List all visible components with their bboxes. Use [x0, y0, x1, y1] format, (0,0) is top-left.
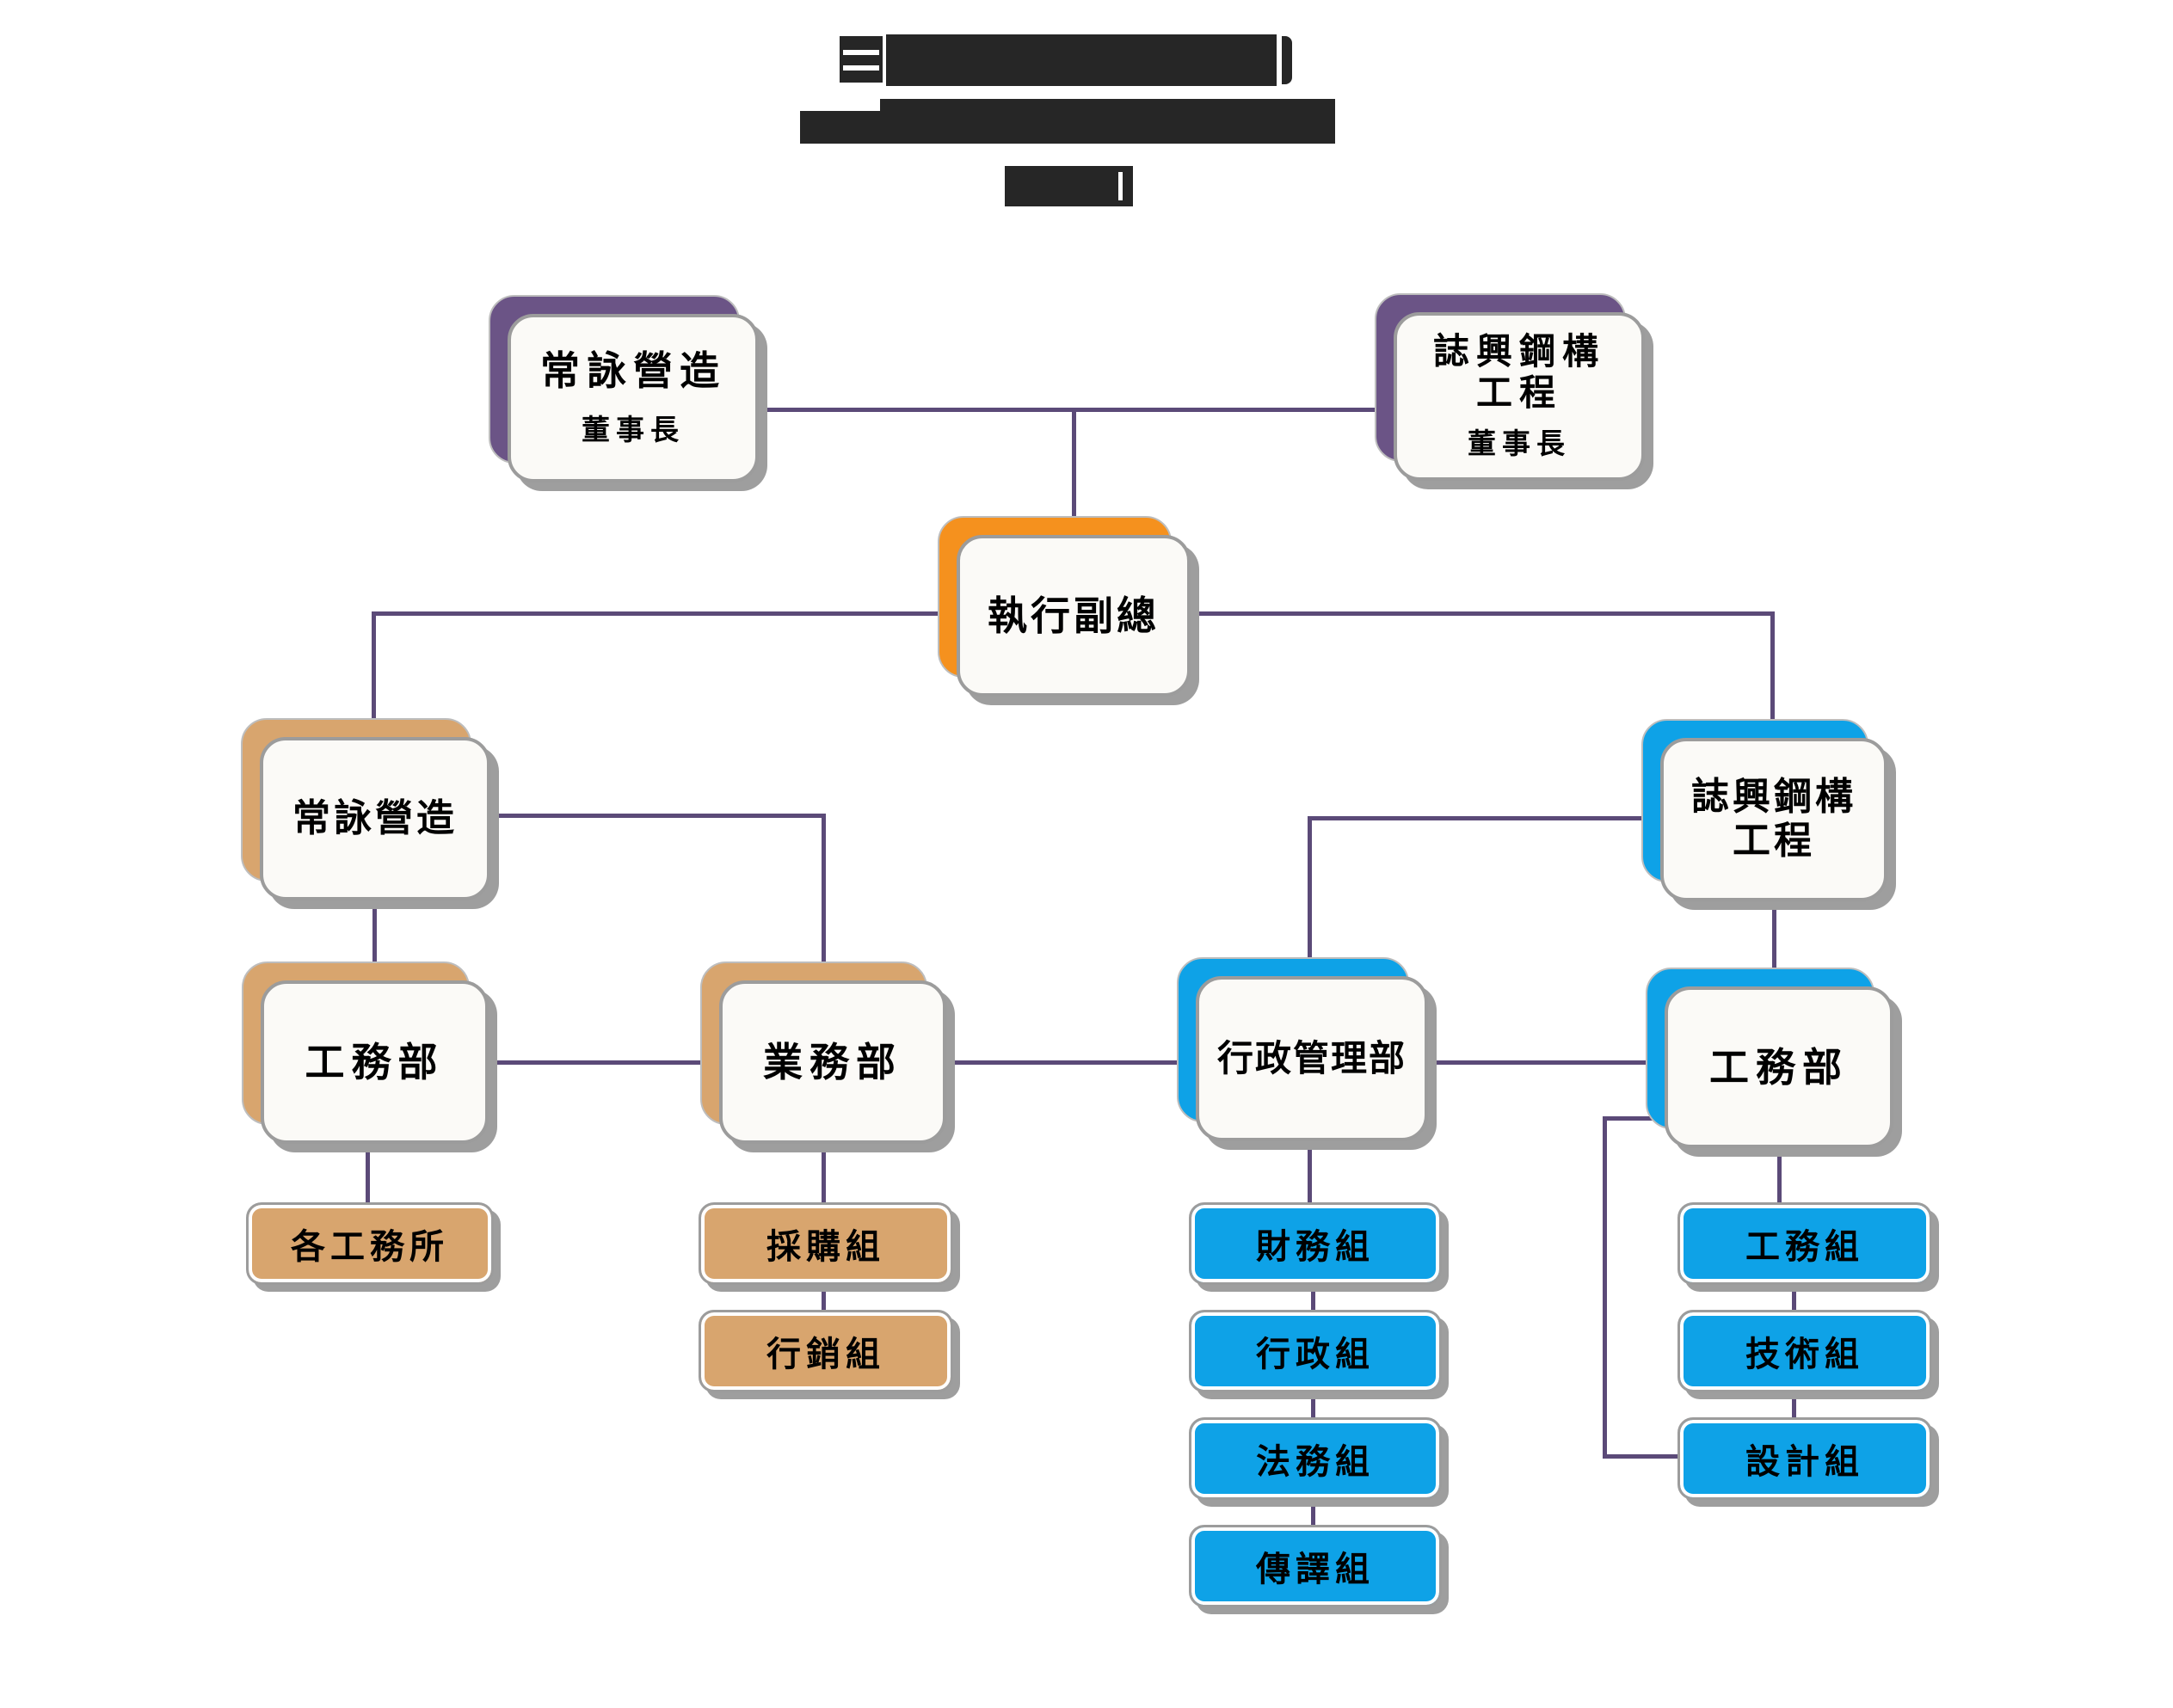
dept-business-label: 業務部: [763, 1038, 902, 1085]
title-redacted-line-2a: [880, 99, 1335, 113]
connector-admin-worksR-h: [1428, 1060, 1665, 1065]
node-company-left: 常詠營造: [241, 718, 490, 900]
chairman-right-card: 誌興鋼構 工程 董事長: [1394, 312, 1645, 481]
team-design-label: 設計組: [1745, 1442, 1864, 1482]
node-dept-admin-mgmt: 行政管理部: [1177, 957, 1428, 1141]
team-works-label: 工務組: [1745, 1227, 1864, 1267]
connector-exec-left-h: [372, 611, 958, 616]
node-team-marketing: 行銷組: [699, 1310, 953, 1392]
node-team-design: 設計組: [1677, 1417, 1932, 1500]
team-marketing-label: 行銷組: [766, 1335, 885, 1374]
team-finance-label: 財務組: [1256, 1227, 1375, 1267]
connector-worksL-offices-v: [366, 1142, 370, 1206]
node-team-interpretation: 傳譯組: [1189, 1525, 1442, 1607]
company-left-label: 常詠營造: [292, 796, 458, 840]
chairman-right-company-line2: 工程: [1475, 372, 1562, 414]
chairman-right-company-line1: 誌興鋼構: [1432, 329, 1605, 372]
connector-exec-to-company-right-v: [1770, 611, 1775, 742]
node-dept-works-right: 工務部: [1646, 968, 1893, 1148]
node-executive-vp: 執行副總: [938, 516, 1191, 697]
connector-exec-to-company-left-v: [372, 611, 376, 740]
connector-worksR-worksteam-v: [1777, 1146, 1782, 1206]
company-right-label-line2: 工程: [1733, 819, 1815, 863]
node-team-site-offices: 各工務所: [246, 1202, 494, 1285]
company-right-label-line1: 誌興鋼構: [1691, 775, 1856, 820]
node-chairman-right: 誌興鋼構 工程 董事長: [1375, 293, 1645, 481]
chairman-left-role: 董事長: [582, 413, 685, 447]
chairman-left-company: 常詠營造: [540, 347, 726, 394]
dept-works-right-card: 工務部: [1665, 986, 1893, 1148]
dept-works-right-label: 工務部: [1709, 1043, 1849, 1091]
node-team-finance: 財務組: [1189, 1202, 1442, 1285]
node-team-procurement: 採購組: [699, 1202, 953, 1285]
node-team-works: 工務組: [1677, 1202, 1932, 1285]
executive-vp-card: 執行副總: [957, 535, 1191, 697]
team-procurement-label: 採購組: [766, 1227, 885, 1267]
company-left-card: 常詠營造: [260, 737, 490, 900]
title-redacted-line-3: [1005, 166, 1133, 206]
connector-worksR-design-h: [1603, 1454, 1679, 1459]
team-legal-label: 法務組: [1256, 1442, 1375, 1482]
chairman-left-card: 常詠營造 董事長: [508, 314, 759, 482]
connector-worksL-business-h: [489, 1060, 719, 1065]
connector-finance-admin-v: [1311, 1278, 1315, 1313]
connector-companyL-business-v: [822, 814, 826, 984]
team-site-offices-label: 各工務所: [291, 1227, 449, 1267]
connector-companyL-business-h: [489, 814, 826, 818]
team-admin-label: 行政組: [1256, 1335, 1375, 1374]
connector-business-procurement-v: [822, 1142, 826, 1206]
dept-works-left-card: 工務部: [261, 980, 489, 1144]
dept-works-left-label: 工務部: [305, 1038, 445, 1085]
title-redacted-line-1: [886, 34, 1277, 86]
dept-admin-mgmt-label: 行政管理部: [1216, 1036, 1407, 1079]
connector-legal-interpretation-v: [1311, 1493, 1315, 1528]
dept-business-card: 業務部: [719, 980, 946, 1144]
company-right-card: 誌興鋼構 工程: [1660, 738, 1887, 901]
title-redacted-fragment: [840, 36, 883, 83]
connector-companyR-admin-v: [1308, 816, 1312, 980]
executive-vp-label: 執行副總: [988, 592, 1160, 639]
connector-worksteam-technical-v: [1792, 1278, 1796, 1313]
connector-companyR-admin-h: [1309, 816, 1662, 820]
connector-companyR-worksR-v: [1772, 899, 1776, 990]
connector-chairmen-h: [759, 408, 1394, 412]
connector-worksR-design-v: [1603, 1116, 1607, 1459]
connector-business-admin-h: [946, 1060, 1196, 1065]
dept-admin-mgmt-card: 行政管理部: [1196, 976, 1428, 1141]
chairman-right-role: 董事長: [1468, 427, 1571, 461]
team-interpretation-label: 傳譯組: [1256, 1550, 1375, 1589]
node-team-legal: 法務組: [1189, 1417, 1442, 1500]
title-redacted-line-2b: [800, 111, 1335, 144]
connector-technical-design-v: [1792, 1385, 1796, 1421]
connector-admin-finance-v: [1308, 1140, 1312, 1206]
node-team-admin: 行政組: [1189, 1310, 1442, 1392]
connector-chairmen-to-exec-v: [1072, 408, 1076, 538]
node-team-technical: 技術組: [1677, 1310, 1932, 1392]
connector-worksR-design-stub-h: [1603, 1116, 1666, 1121]
node-company-right: 誌興鋼構 工程: [1641, 719, 1887, 901]
node-dept-works-left: 工務部: [242, 962, 489, 1144]
node-dept-business: 業務部: [700, 962, 946, 1144]
node-chairman-left: 常詠營造 董事長: [489, 295, 759, 482]
connector-exec-right-h: [1189, 611, 1774, 616]
team-technical-label: 技術組: [1745, 1335, 1864, 1374]
connector-admin-legal-v: [1311, 1385, 1315, 1421]
connector-companyL-worksL-v: [372, 899, 377, 985]
title-redacted-line-1-end: [1282, 36, 1292, 84]
connector-procurement-marketing-v: [822, 1278, 826, 1313]
